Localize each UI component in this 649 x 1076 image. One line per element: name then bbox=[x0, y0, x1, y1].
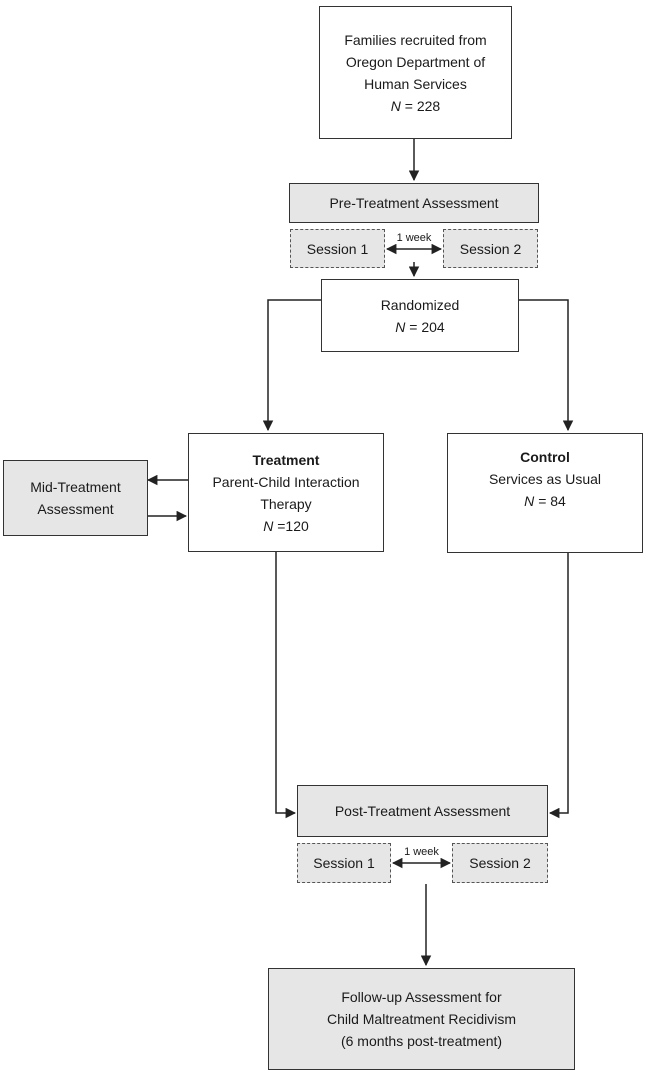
post-session-1-label: Session 1 bbox=[313, 855, 375, 871]
treatment-box: Treatment Parent-Child Interaction Thera… bbox=[188, 433, 384, 552]
treatment-line-2: Therapy bbox=[260, 495, 312, 512]
randomized-box: Randomized N = 204 bbox=[321, 279, 519, 352]
recruited-n: N = 228 bbox=[390, 97, 441, 114]
randomized-n: N = 204 bbox=[395, 318, 445, 335]
arrow-control-to-post bbox=[548, 553, 569, 819]
post-treatment-label: Post-Treatment Assessment bbox=[334, 803, 511, 819]
pre-treatment-label: Pre-Treatment Assessment bbox=[329, 195, 499, 211]
follow-up-line-3: (6 months post-treatment) bbox=[340, 1033, 503, 1049]
pre-session-1: Session 1 bbox=[290, 229, 385, 268]
randomized-label: Randomized bbox=[380, 296, 460, 313]
arrow-randomized-to-control bbox=[519, 299, 574, 432]
arrow-treatment-to-post bbox=[275, 552, 297, 819]
recruited-line-3: Human Services bbox=[364, 75, 467, 92]
follow-up-line-2: Child Maltreatment Recidivism bbox=[326, 1011, 517, 1027]
treatment-line-1: Parent-Child Interaction bbox=[212, 473, 360, 490]
mid-treatment-line-1: Mid-Treatment bbox=[30, 479, 121, 495]
control-box: Control Services as Usual N = 84 bbox=[447, 433, 643, 553]
post-session-2: Session 2 bbox=[452, 843, 548, 883]
pre-interval-label: 1 week bbox=[396, 232, 432, 244]
pre-session-2-label: Session 2 bbox=[459, 240, 522, 257]
post-interval-label: 1 week bbox=[404, 846, 439, 858]
control-title: Control bbox=[520, 449, 570, 465]
mid-treatment-line-2: Assessment bbox=[37, 501, 114, 517]
post-session-1: Session 1 bbox=[297, 843, 391, 883]
pre-session-2: Session 2 bbox=[443, 229, 538, 268]
pre-session-1-label: Session 1 bbox=[306, 240, 369, 257]
treatment-title: Treatment bbox=[252, 451, 320, 468]
follow-up-line-1: Follow-up Assessment for bbox=[341, 989, 502, 1005]
mid-treatment-box: Mid-Treatment Assessment bbox=[3, 460, 148, 536]
pre-treatment-box: Pre-Treatment Assessment bbox=[289, 183, 539, 223]
control-line-1: Services as Usual bbox=[488, 471, 602, 487]
arrow-randomized-to-treatment bbox=[262, 299, 321, 432]
post-treatment-box: Post-Treatment Assessment bbox=[297, 785, 548, 837]
recruited-box: Families recruited from Oregon Departmen… bbox=[319, 6, 512, 139]
recruited-line-2: Oregon Department of bbox=[345, 53, 486, 70]
control-n: N = 84 bbox=[524, 493, 566, 509]
recruited-line-1: Families recruited from bbox=[344, 31, 487, 48]
follow-up-box: Follow-up Assessment for Child Maltreatm… bbox=[268, 968, 575, 1070]
post-session-2-label: Session 2 bbox=[469, 855, 531, 871]
treatment-n: N =120 bbox=[263, 517, 309, 534]
